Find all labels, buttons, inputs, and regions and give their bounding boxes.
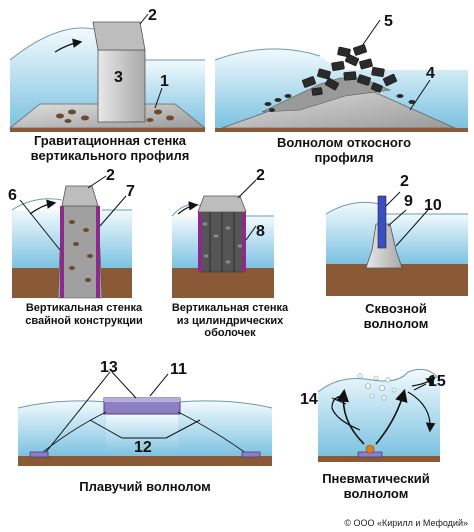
caption-cylinder-wall: Вертикальная стенка из цилиндрических об… [171, 302, 289, 340]
label-13: 13 [100, 359, 118, 376]
caption-through-breakwater: Сквозной волнолом [363, 301, 429, 331]
panel-floating-breakwater: 13 11 12 [17, 359, 273, 466]
label-1: 1 [160, 73, 169, 90]
label-2: 2 [256, 167, 265, 184]
copyright-notice: © ООО «Кирилл и Мефодий» [344, 518, 468, 528]
panel-slope-breakwater: 5 4 [214, 13, 468, 132]
label-8: 8 [256, 223, 265, 240]
label-4: 4 [426, 65, 435, 82]
caption-gravity-wall: Гравитационная стенка вертикального проф… [30, 133, 190, 163]
label-15: 15 [428, 373, 446, 390]
panel-pneumatic-breakwater: 14 15 [300, 368, 446, 462]
caption-floating-breakwater: Плавучий волнолом [79, 479, 211, 494]
label-7: 7 [126, 183, 135, 200]
panel-cylinder-wall: 2 8 [171, 167, 274, 298]
panel-gravity-wall: 2 3 1 [8, 7, 207, 132]
label-11: 11 [170, 361, 187, 378]
caption-pneumatic-breakwater: Пневматический волнолом [322, 471, 430, 501]
label-9: 9 [404, 193, 413, 210]
label-12: 12 [134, 439, 152, 456]
caption-slope-breakwater: Волнолом откосного профиля [276, 135, 412, 165]
panel-pile-wall: 6 2 7 [8, 167, 135, 299]
label-2: 2 [106, 167, 115, 184]
label-10: 10 [424, 197, 442, 214]
label-5: 5 [384, 13, 393, 30]
caption-pile-wall: Вертикальная стенка свайной конструкции [25, 302, 143, 327]
label-2: 2 [148, 7, 157, 24]
label-2: 2 [400, 173, 409, 190]
label-6: 6 [8, 187, 17, 204]
label-3: 3 [114, 69, 123, 86]
label-14: 14 [300, 391, 318, 408]
panel-through-breakwater: 2 9 10 [325, 173, 468, 296]
